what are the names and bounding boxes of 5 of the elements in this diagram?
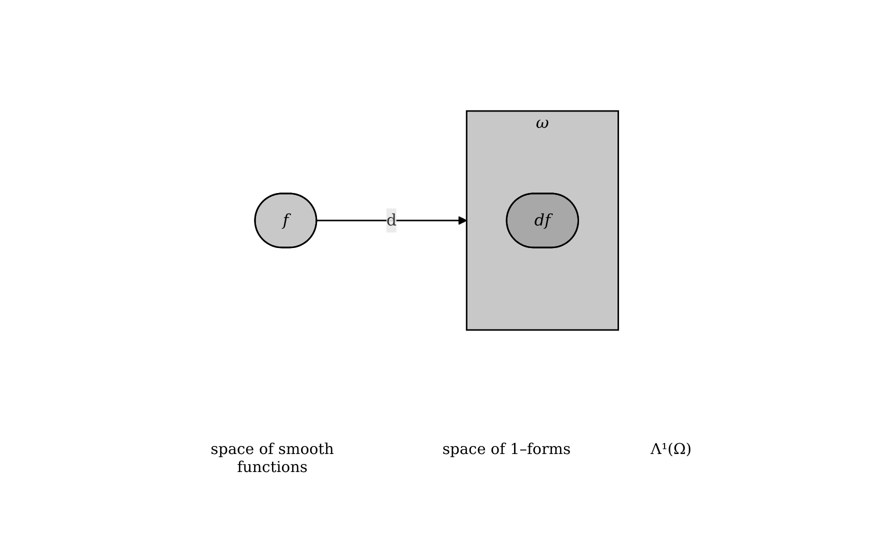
- caption-text: space of smooth functions: [210, 440, 335, 476]
- arrow: [316, 216, 468, 224]
- caption-text: space of 1–forms: [442, 440, 571, 460]
- edge-label: d: [386, 210, 398, 229]
- caption-text: Λ¹(Ω): [650, 440, 692, 460]
